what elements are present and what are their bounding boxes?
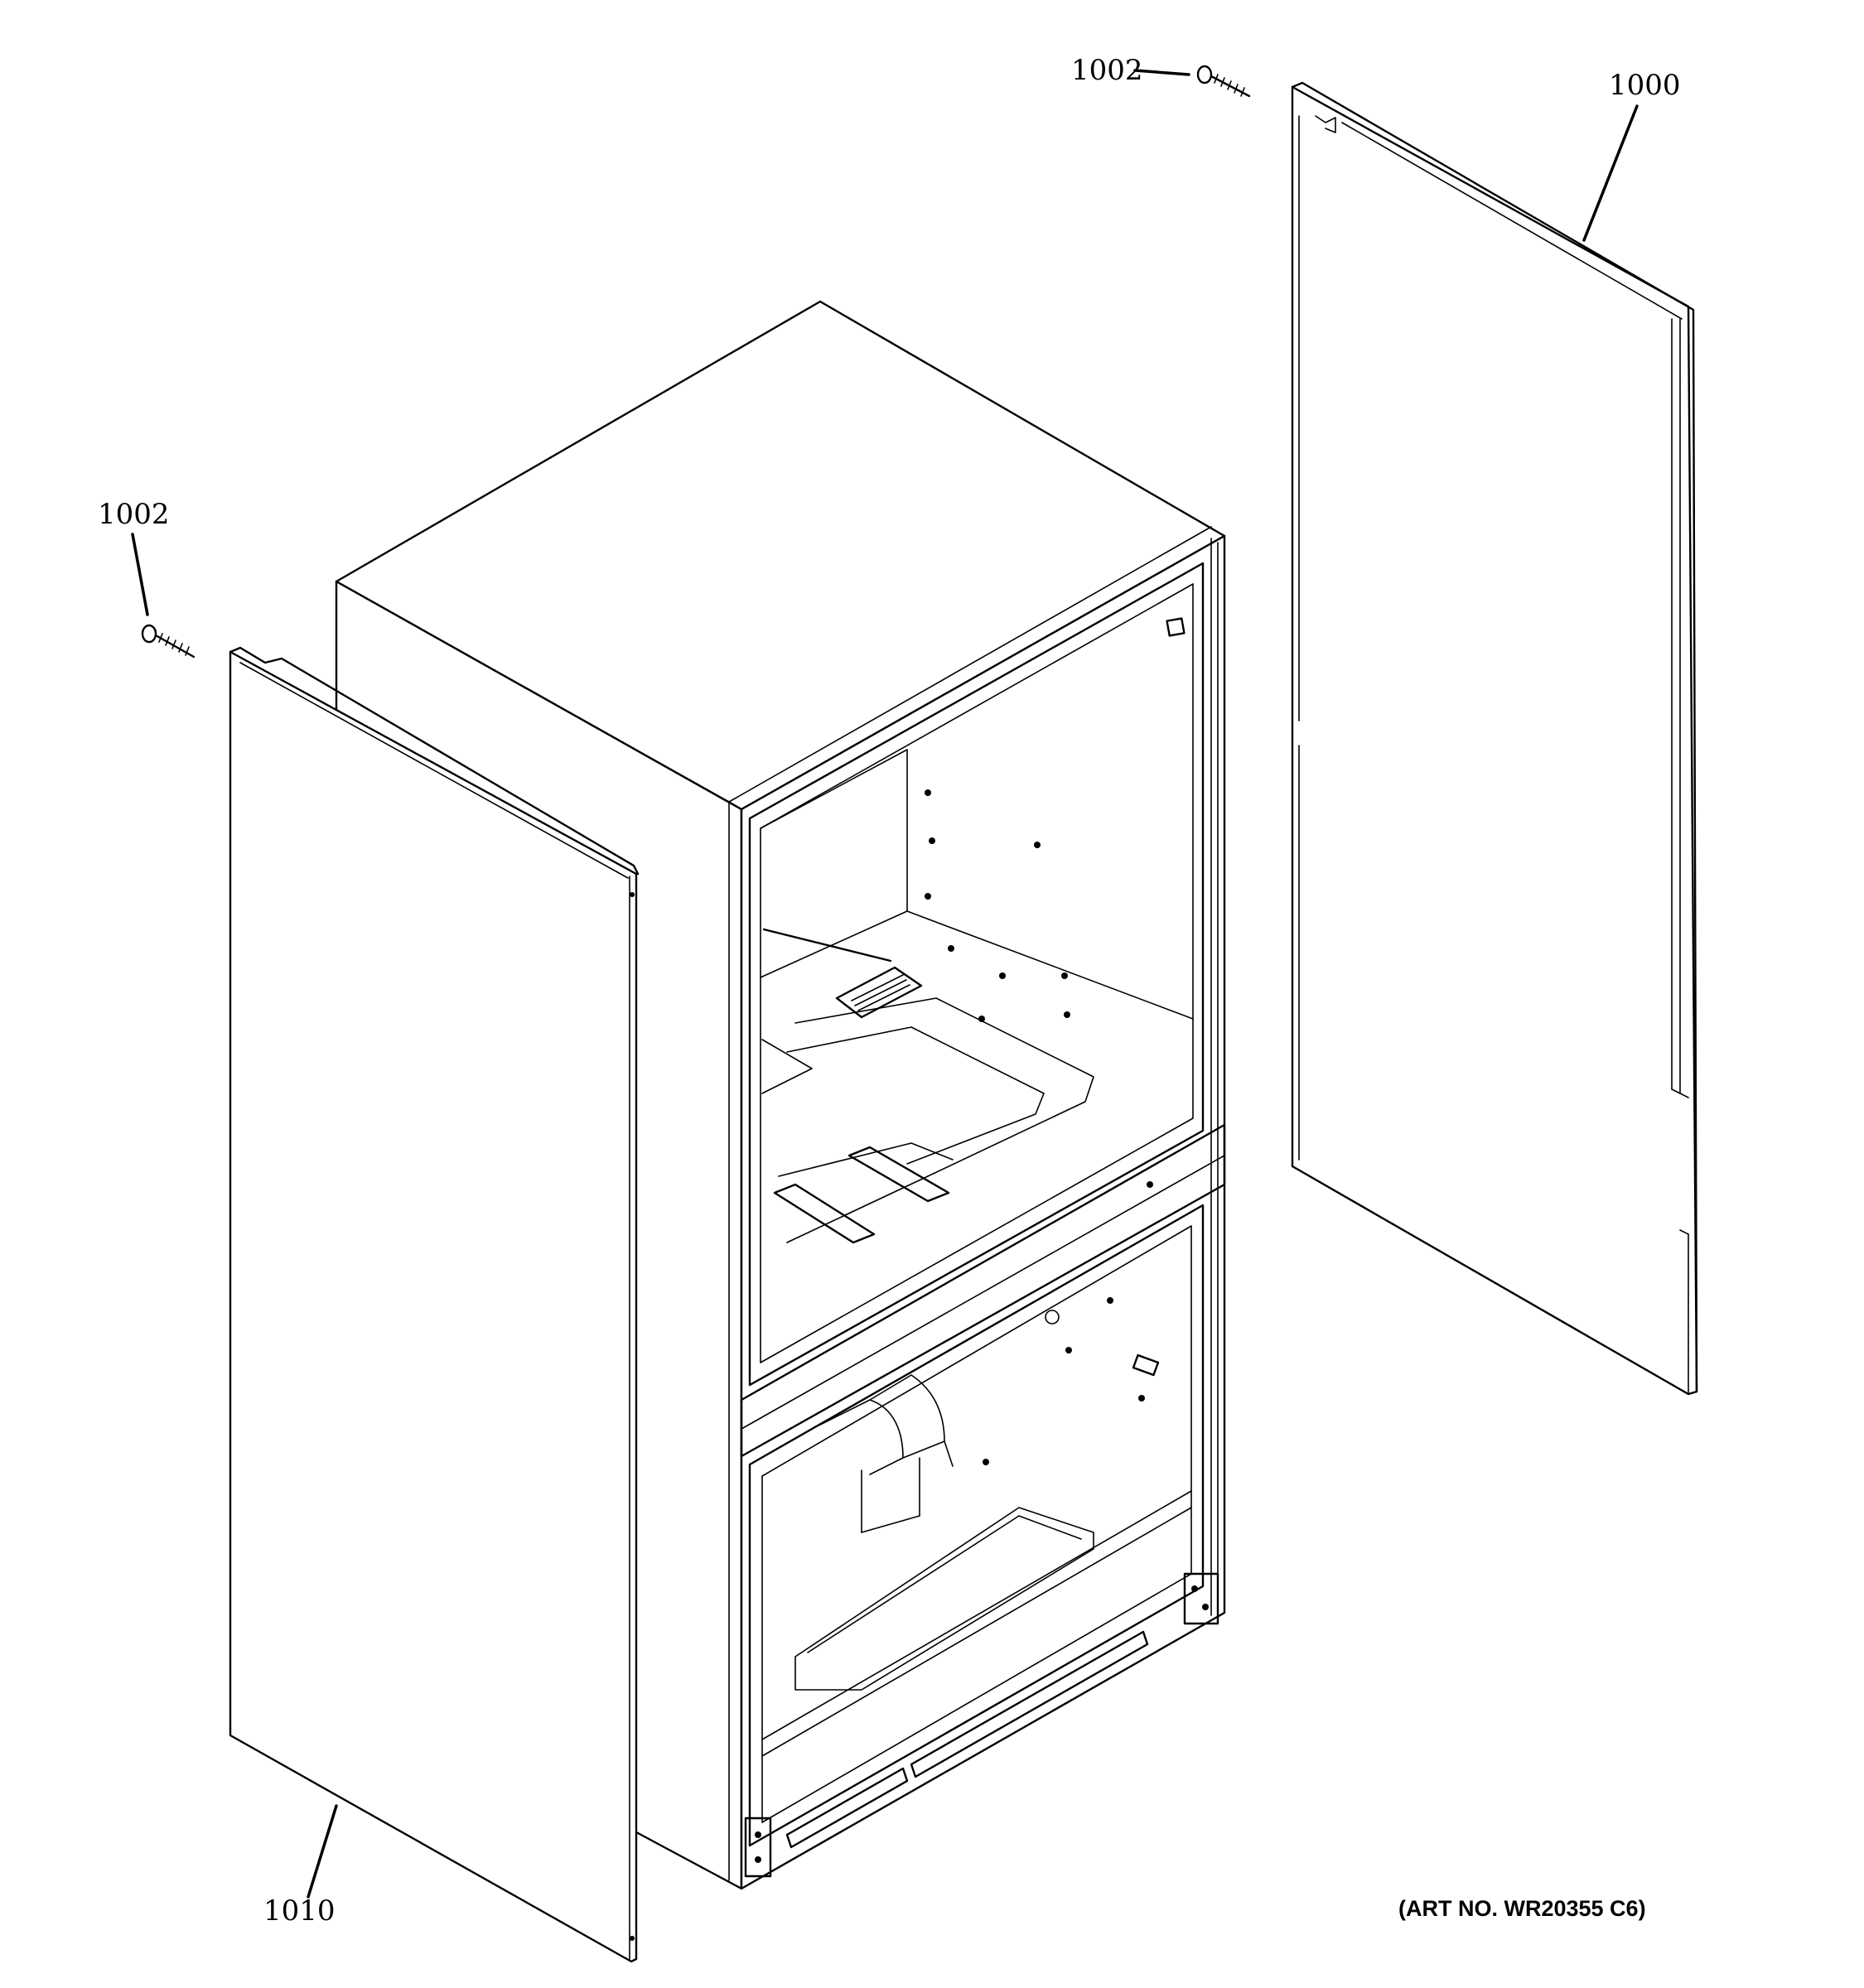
art-number: (ART NO. WR20355 C6) [1398,1896,1646,1921]
screw-top [1196,65,1251,98]
fresh-food-compartment [748,562,1205,1387]
callout-left-panel: 1010 [263,1894,336,1928]
callout-screw-left: 1002 [98,498,170,531]
callout-screw-top: 1002 [1071,54,1143,87]
mullion [740,1123,1226,1458]
leader-left-panel [307,1804,338,1899]
left-side-panel [229,646,640,1963]
leader-right-panel [1582,104,1639,242]
screw-left [141,624,196,659]
bottom-hinge [744,1572,1219,1878]
vent-grille [835,966,923,1019]
leader-screw-left [131,533,149,616]
right-side-panel [1291,81,1698,1396]
freezer-compartment [748,1204,1205,1849]
leader-screw-top [1133,69,1190,76]
callout-right-panel: 1000 [1609,69,1681,102]
